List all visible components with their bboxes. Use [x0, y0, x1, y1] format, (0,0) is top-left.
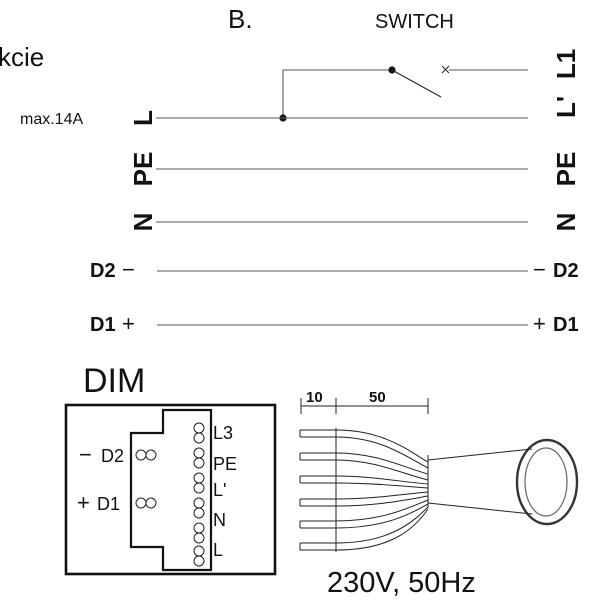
terminal-right-l1: L1: [551, 49, 581, 79]
terminal-right-n: N: [551, 213, 581, 232]
line-n: N N: [128, 213, 581, 232]
dim-d1-terminal-icon: [135, 497, 157, 509]
terminal-right-l-prime: L': [551, 96, 581, 118]
terminal-left-n: N: [128, 213, 158, 232]
dim-title: DIM: [83, 362, 145, 400]
terminal-right-pe: PE: [551, 152, 581, 187]
dim-pin-l-prime: L': [213, 480, 226, 500]
line-d1: D1 + + D1: [90, 311, 579, 336]
dim-d1-sign: +: [77, 490, 90, 515]
switch-label: SWITCH: [375, 11, 454, 33]
header-fragment-kcie: kcie: [0, 42, 44, 72]
cable-conductors: [299, 428, 429, 552]
dim-pin-n: N: [213, 510, 226, 530]
line-pe: PE PE: [128, 152, 581, 187]
dimension-sheath-length: 50: [369, 389, 386, 406]
terminal-left-d2: D2: [90, 260, 116, 282]
dim-pin-pe: PE: [213, 454, 237, 474]
terminal-right-d1-sign: +: [533, 311, 546, 336]
line-d2: D2 − − D2: [90, 257, 579, 282]
terminal-left-pe: PE: [128, 152, 158, 187]
terminal-left-l: L: [128, 110, 158, 126]
cable-sheath: [427, 448, 533, 515]
dim-pin-l: L: [213, 540, 223, 560]
terminal-left-d2-sign: −: [122, 257, 135, 282]
terminal-left-d1: D1: [90, 314, 116, 336]
switch-symbol: [279, 65, 528, 122]
terminal-right-d2-sign: −: [533, 257, 546, 282]
max-current-label: max.14A: [20, 111, 83, 128]
cable-end-ring: [515, 438, 579, 526]
dimension-strip-length: 10: [306, 389, 323, 406]
dim-pin-terminals: [193, 422, 205, 567]
terminal-right-d1: D1: [553, 314, 579, 336]
line-l: max.14A L L' L1: [20, 49, 581, 128]
dim-d1-label: D1: [97, 494, 120, 514]
cable-drawing: 10 50 230V: [299, 389, 579, 599]
dim-housing: [64, 403, 277, 576]
supply-voltage-label: 230V, 50Hz: [327, 567, 476, 599]
dim-d2-sign: −: [79, 442, 92, 467]
dim-block: DIM − D2 + D1 L3 PE: [64, 362, 277, 576]
terminal-right-d2: D2: [553, 260, 579, 282]
dim-d2-label: D2: [101, 446, 124, 466]
dim-pin-l3: L3: [213, 423, 233, 443]
switch-blade: [391, 69, 442, 98]
dim-d2-terminal-icon: [135, 449, 157, 461]
terminal-left-d1-sign: +: [122, 311, 135, 336]
header-fragment-b: B.: [228, 4, 253, 34]
